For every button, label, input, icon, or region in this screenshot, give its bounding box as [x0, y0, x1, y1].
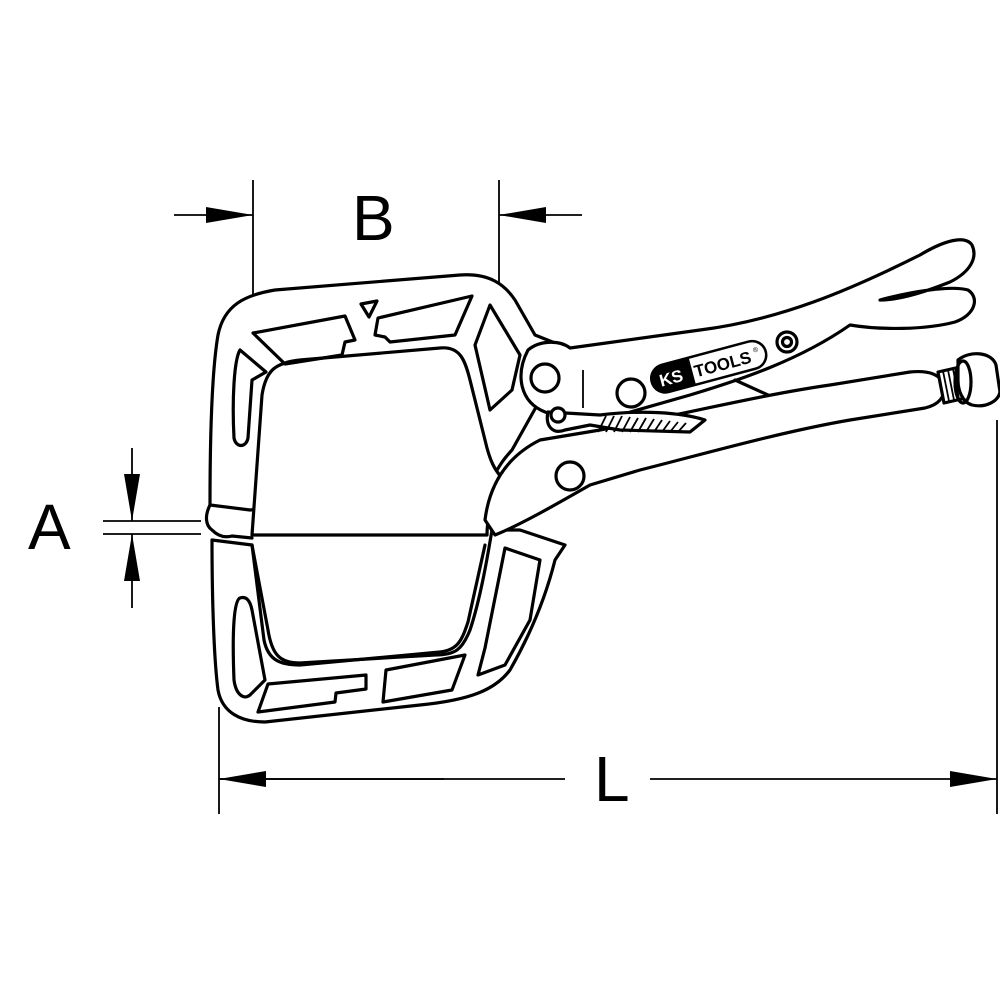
upper-jaw-frame	[208, 273, 562, 537]
lower-jaw-frame	[204, 503, 567, 724]
rivet-icon	[615, 377, 647, 409]
arrow-left-icon	[499, 207, 546, 223]
dimension-b-label: B	[352, 182, 395, 254]
dimension-a-lines	[103, 448, 201, 608]
arrow-down-icon	[124, 474, 140, 521]
spring	[545, 406, 707, 434]
upper-handle	[519, 238, 977, 421]
lower-pivot-rivet-icon	[554, 460, 586, 492]
dimension-l-label: L	[594, 743, 630, 815]
pivot-rivet-icon	[529, 362, 561, 394]
dimension-a-label: A	[28, 491, 71, 563]
arrow-right-icon	[950, 771, 997, 787]
lower-handle	[483, 352, 1000, 537]
triangle-mark-icon	[359, 299, 379, 319]
svg-text:®: ®	[752, 345, 760, 354]
arrow-up-icon	[124, 534, 140, 581]
dimension-l-lines	[218, 420, 998, 814]
adjust-rivet-icon	[775, 330, 799, 354]
arrow-right-icon	[206, 207, 253, 223]
